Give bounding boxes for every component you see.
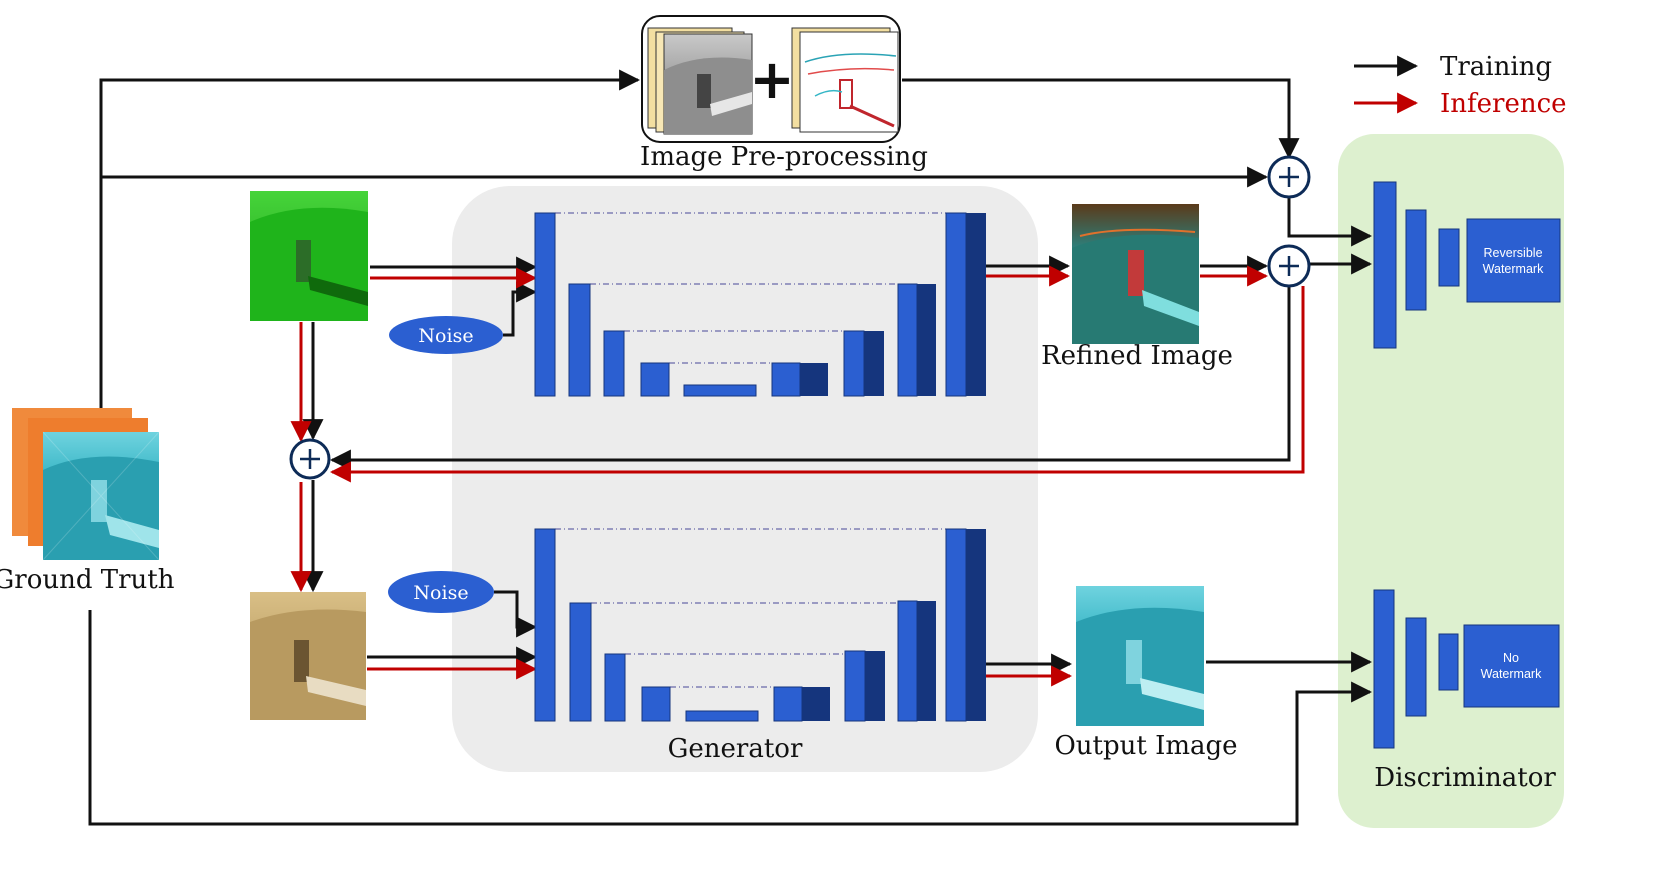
discriminator-top: Reversible Watermark [1373,181,1561,349]
legend-training-label: Training [1440,52,1552,82]
reversible-watermark-label-line1: Reversible [1483,246,1542,260]
no-watermark-label-line1: No [1503,651,1519,665]
output-image-label: Output Image [1054,731,1237,761]
sepia-input-image [250,592,366,720]
sum-node-top [1267,155,1311,199]
refined-image-label: Refined Image [1041,341,1233,371]
legend-inference-label: Inference [1440,89,1567,119]
reversible-watermark-label-line2: Watermark [1483,262,1544,276]
image-preprocessing-block: + Image Pre-processing [640,15,928,172]
generator-unet-bottom: Generator [534,528,986,764]
image-preprocessing-label: Image Pre-processing [640,142,928,172]
ground-truth-image: Ground Truth [0,408,175,595]
discriminator-bottom: No Watermark Discriminator [1373,589,1560,793]
legend: Training Inference [1354,52,1567,119]
ground-truth-label: Ground Truth [0,565,175,595]
noise-label-top: Noise [418,325,473,347]
green-input-image [250,191,368,321]
refined-image: Refined Image [1041,204,1233,371]
output-image: Output Image [1054,586,1238,761]
inference-arrows [290,265,1305,687]
plus-symbol: + [749,48,794,111]
no-watermark-label-line2: Watermark [1481,667,1542,681]
sum-node-left [289,438,331,480]
noise-node-bottom: Noise [388,571,494,613]
sum-node-middle [1267,244,1311,288]
generator-label: Generator [668,734,803,764]
discriminator-label: Discriminator [1374,763,1556,793]
reversible-watermark-box [1466,218,1561,303]
generator-panel [452,186,1038,772]
generator-unet-top [534,212,986,397]
no-watermark-box [1463,624,1560,708]
noise-node-top: Noise [389,316,503,354]
noise-label-bottom: Noise [413,582,468,604]
